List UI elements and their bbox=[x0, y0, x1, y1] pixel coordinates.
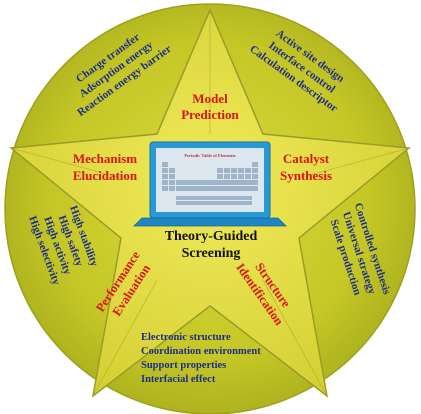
label-mechanism-line2: Elucidation bbox=[73, 168, 138, 183]
periodic-table-icon bbox=[162, 162, 258, 205]
label-model-line2: Prediction bbox=[181, 107, 239, 122]
laptop-screen-title: Periodic Table of Elements bbox=[184, 153, 236, 158]
sector-bottom-item1: Electronic structure bbox=[141, 332, 231, 343]
laptop-base bbox=[133, 217, 287, 227]
label-model-line1: Model bbox=[192, 91, 228, 106]
sector-bottom-item2: Coordination environment bbox=[141, 346, 261, 357]
star-facets bbox=[10, 10, 410, 397]
label-catalyst-line1: Catalyst bbox=[283, 151, 330, 166]
label-catalyst-line2: Synthesis bbox=[280, 168, 332, 183]
label-mechanism-line1: Mechanism bbox=[73, 151, 137, 166]
laptop-icon: Periodic Table of Elements bbox=[133, 141, 287, 227]
center-title-line1: Theory-Guided bbox=[165, 229, 258, 244]
center-title-line2: Screening bbox=[182, 246, 241, 261]
sector-bottom-item3: Support properties bbox=[141, 360, 226, 371]
sector-bottom-item4: Interfacial effect bbox=[141, 374, 216, 385]
